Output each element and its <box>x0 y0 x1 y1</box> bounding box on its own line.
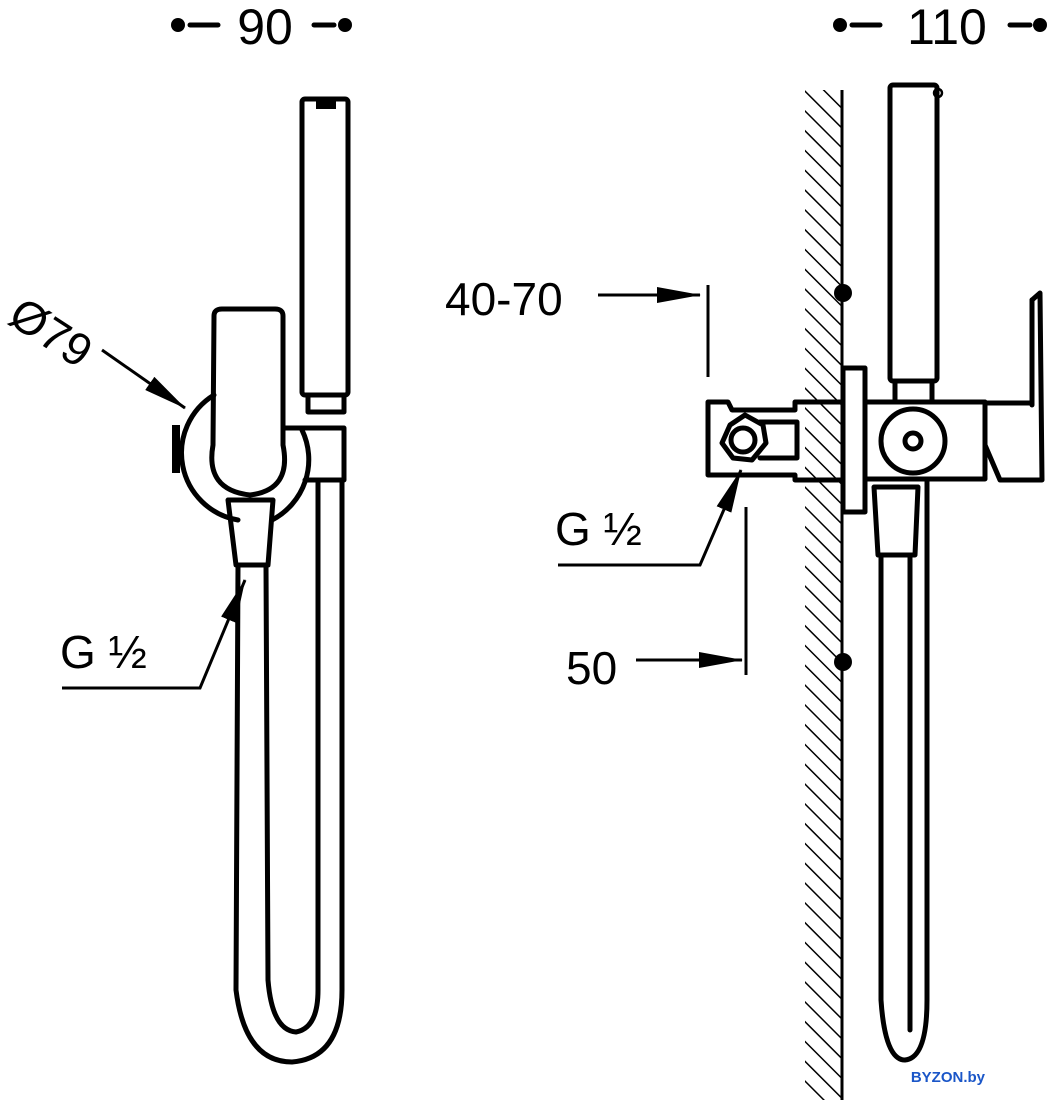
recess-dimension: 40-70 <box>445 273 710 377</box>
hose <box>233 477 345 1065</box>
wall-flange <box>840 365 868 515</box>
offset-label: 50 <box>566 642 617 694</box>
mixer-body <box>172 306 347 523</box>
width-dimension-value: 90 <box>237 0 293 55</box>
recess-label: 40-70 <box>445 273 563 325</box>
depth-dimension: 110 <box>833 0 1047 55</box>
hose-nut-side <box>871 484 921 558</box>
right-view: 110 <box>445 0 1047 1100</box>
thread-callout-left: G ½ <box>60 579 247 690</box>
depth-dimension-value: 110 <box>907 0 987 55</box>
thread-label-right: G ½ <box>555 503 642 555</box>
hand-shower <box>299 96 351 415</box>
offset-dimension: 50 <box>566 507 748 694</box>
thread-callout-right: G ½ <box>555 469 743 567</box>
hose-side <box>878 477 930 1063</box>
watermark: BYZON.by <box>910 1069 985 1086</box>
left-view: 90 Ø79 G ½ <box>1 0 352 1065</box>
thread-label-left: G ½ <box>60 626 147 678</box>
width-dimension: 90 <box>171 0 352 55</box>
hose-nut <box>225 497 276 568</box>
diameter-callout: Ø79 <box>1 287 186 410</box>
wall <box>805 90 852 1100</box>
diameter-label: Ø79 <box>1 287 102 378</box>
hand-shower-side <box>887 82 944 405</box>
